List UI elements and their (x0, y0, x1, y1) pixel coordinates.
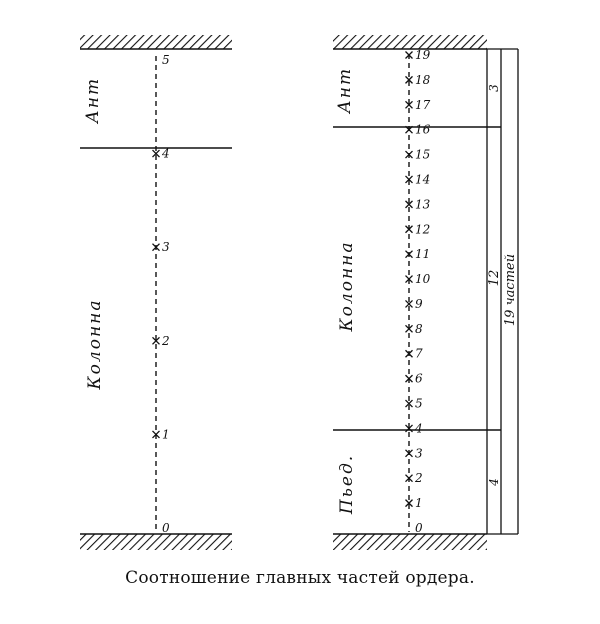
left-division-label-0: 0 (162, 521, 170, 535)
right-division-label-18: 18 (415, 73, 431, 87)
right-mark-8 (405, 324, 413, 333)
right-division-label-13: 13 (415, 197, 431, 211)
right-division-label-15: 15 (415, 148, 430, 162)
right-division-label-7: 7 (415, 347, 423, 361)
right-top-ground-hatch (333, 35, 487, 49)
left-label-ant: Ант (83, 77, 103, 124)
right-division-label-17: 17 (415, 98, 431, 112)
right-division-label-1: 1 (415, 496, 423, 510)
left-bottom-ground-hatch (80, 534, 232, 550)
right-mark-5 (405, 399, 413, 408)
figure-caption: Соотношение главных частей ордера. (125, 568, 475, 588)
right-division-label-5: 5 (415, 397, 423, 411)
part-count-total: 19 частей (503, 254, 518, 326)
right-division-label-2: 2 (414, 471, 423, 485)
right-division-label-10: 10 (415, 272, 431, 286)
right-division-label-16: 16 (415, 123, 431, 137)
right-label-pedestal: Пьед. (337, 454, 357, 515)
right-mark-4 (405, 424, 413, 433)
right-division-label-19: 19 (415, 48, 431, 62)
right-mark-3 (405, 449, 413, 458)
right-mark-6 (405, 374, 413, 383)
right-division-label-9: 9 (415, 297, 423, 311)
right-mark-16 (405, 125, 413, 134)
left-top-ground-hatch (80, 35, 232, 49)
left-division-label-2: 2 (161, 334, 170, 348)
right-division-label-14: 14 (415, 172, 430, 186)
right-mark-7 (405, 349, 413, 358)
right-mark-2 (405, 474, 413, 483)
left-mark-3 (152, 243, 160, 252)
right-mark-10 (405, 275, 413, 284)
right-mark-11 (405, 250, 413, 259)
right-division-label-4: 4 (414, 421, 423, 435)
right-division-label-8: 8 (415, 322, 423, 336)
left-label-column: Колонна (85, 299, 105, 391)
right-bottom-ground-hatch (333, 534, 487, 550)
right-division-label-6: 6 (415, 372, 423, 386)
left-division-label-1: 1 (162, 427, 170, 441)
right-division-label-12: 12 (415, 222, 430, 236)
right-label-ant: Ант (335, 67, 355, 114)
right-division-label-11: 11 (415, 247, 430, 261)
right-mark-13 (405, 200, 413, 209)
right-mark-19 (405, 51, 413, 59)
right-mark-18 (405, 75, 413, 84)
right-division-label-0: 0 (415, 521, 423, 535)
left-division-marks: 0 1 2 3 4 5 (152, 53, 170, 535)
right-mark-14 (405, 175, 413, 184)
right-mark-1 (405, 499, 413, 508)
right-mark-17 (405, 100, 413, 109)
left-division-label-5: 5 (162, 53, 170, 67)
left-diagram: 0 1 2 3 4 5 Ант Колонна (80, 35, 232, 550)
right-division-label-3: 3 (415, 446, 423, 460)
right-mark-15 (405, 150, 413, 159)
left-mark-4 (152, 149, 160, 158)
left-division-label-4: 4 (161, 147, 170, 161)
right-label-column: Колонна (337, 241, 357, 333)
right-mark-9 (405, 299, 413, 308)
part-count-pedestal: 4 (487, 478, 501, 487)
right-mark-12 (405, 225, 413, 234)
left-division-label-3: 3 (162, 240, 170, 254)
part-count-column: 12 (487, 270, 502, 287)
part-count-ant: 3 (487, 84, 501, 92)
left-mark-1 (152, 430, 160, 439)
left-mark-2 (152, 336, 160, 345)
